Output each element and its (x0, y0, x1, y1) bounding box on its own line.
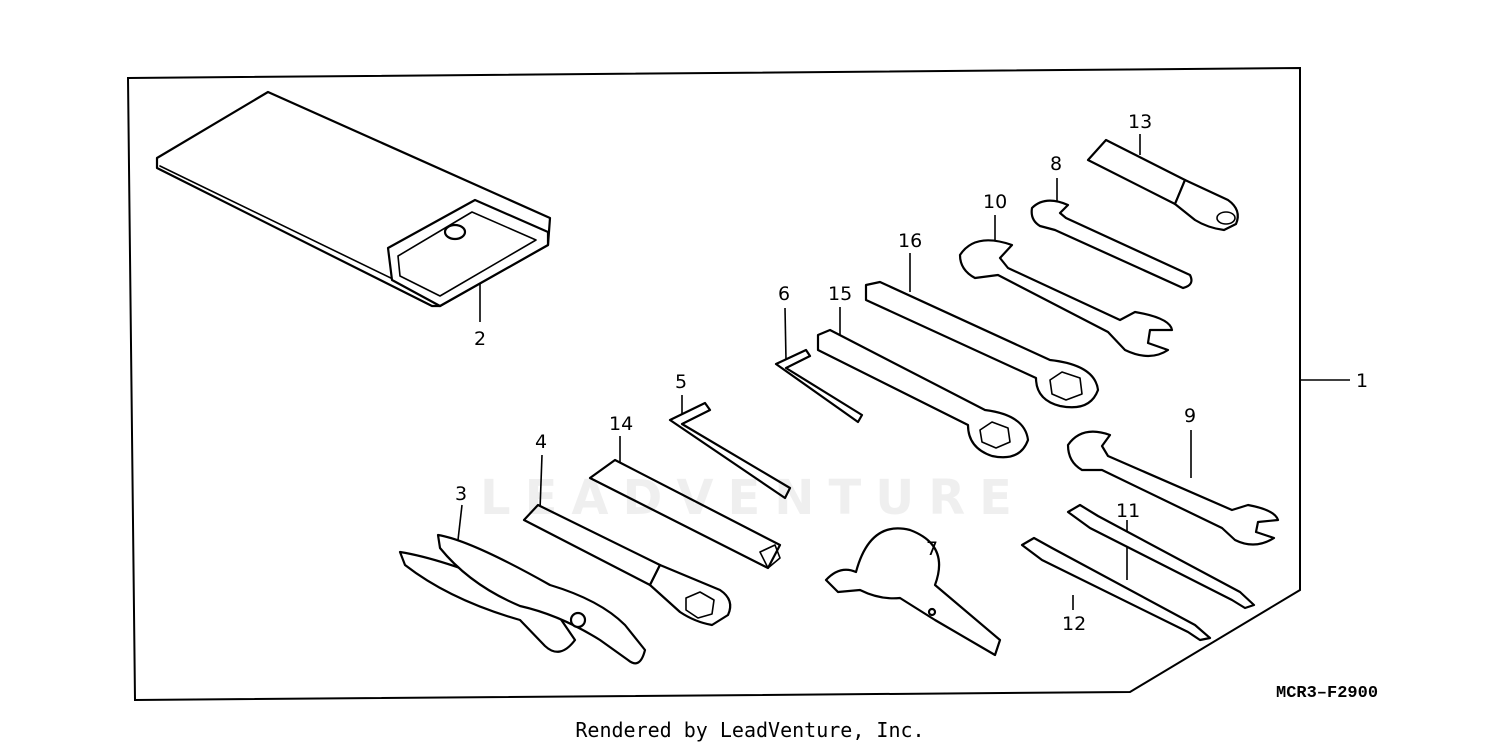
callout-9: 9 (1184, 405, 1196, 427)
leader-lines (457, 134, 1350, 615)
callout-11: 11 (1116, 500, 1140, 522)
box-wrench-small (816, 328, 1030, 459)
assembly-frame (126, 66, 1301, 702)
screwdriver-flat (1020, 536, 1212, 642)
callout-1: 1 (1356, 370, 1368, 392)
callout-labels: 1 2 3 4 5 6 7 8 9 10 11 12 13 14 15 16 (455, 111, 1368, 635)
credit-line: Rendered by LeadVenture, Inc. (575, 718, 925, 742)
pin-spanner (824, 527, 1002, 657)
pliers (398, 533, 647, 665)
hex-key-large (668, 401, 792, 500)
diagram-code: MCR3–F2900 (1276, 684, 1379, 703)
open-end-wrench-10 (958, 239, 1174, 358)
callout-14: 14 (609, 413, 633, 435)
callout-3: 3 (455, 483, 467, 505)
screwdriver-handle (588, 458, 782, 570)
callout-7: 7 (926, 538, 938, 560)
tool-bag (155, 90, 552, 308)
open-end-wrench-8 (1030, 199, 1193, 290)
box-wrench-large (864, 280, 1100, 409)
callout-4: 4 (535, 431, 547, 453)
callout-8: 8 (1050, 153, 1062, 175)
spark-plug-wrench (522, 503, 732, 627)
watermark: LEADVENTURE (480, 470, 1026, 526)
callout-5: 5 (675, 371, 687, 393)
hex-key-small (774, 348, 864, 424)
callout-16: 16 (898, 230, 922, 252)
callout-13: 13 (1128, 111, 1152, 133)
callout-10: 10 (983, 191, 1007, 213)
socket-wrench (1086, 138, 1239, 232)
callout-6: 6 (778, 283, 790, 305)
callout-12: 12 (1062, 613, 1086, 635)
open-end-wrench-9 (1066, 430, 1280, 546)
screwdriver-phillips (1066, 503, 1256, 610)
callout-15: 15 (828, 283, 852, 305)
callout-2: 2 (474, 328, 486, 350)
